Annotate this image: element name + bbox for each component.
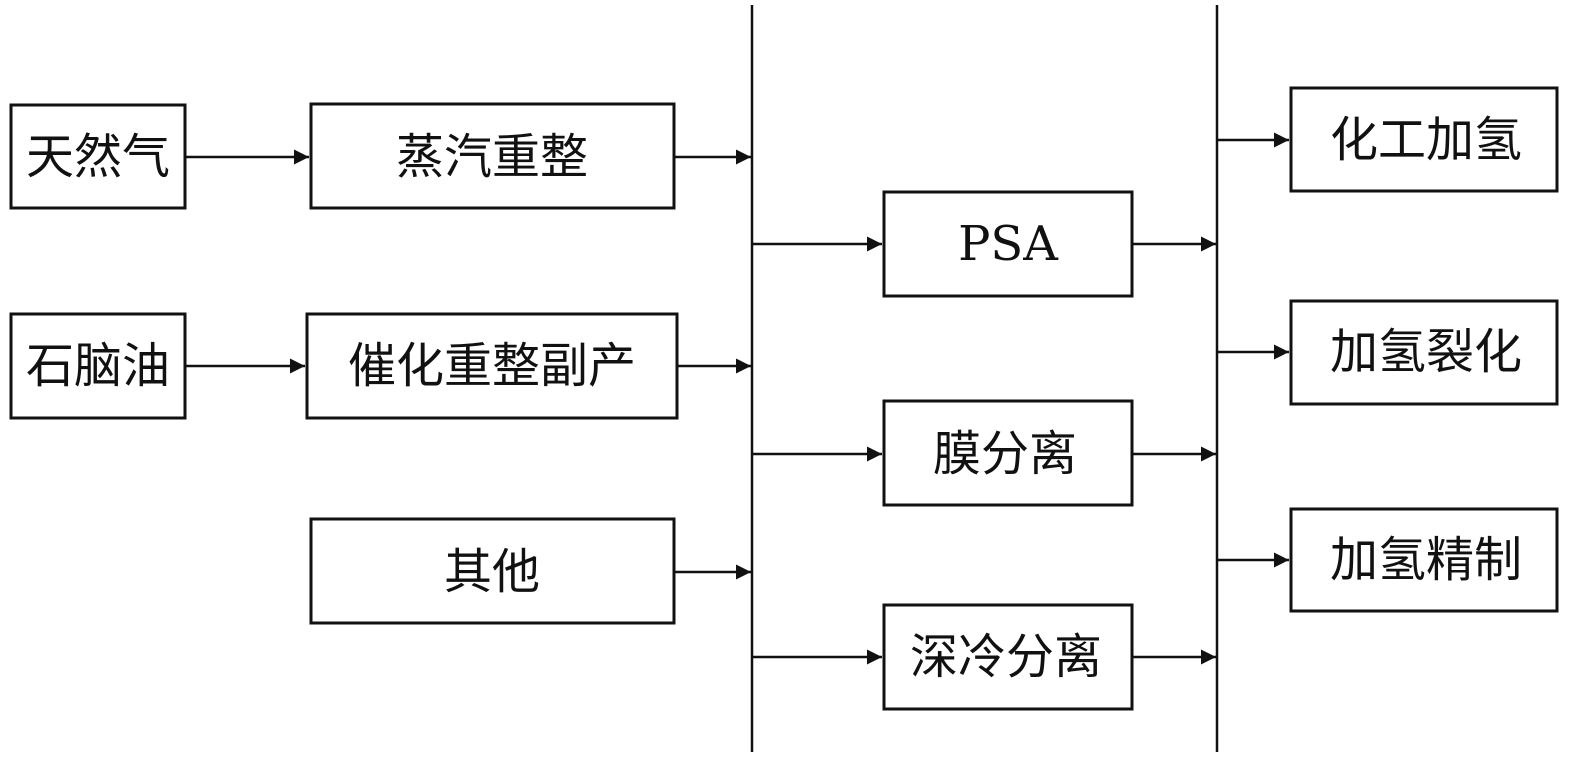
chemical-hydrogenation-label: 化工加氢 [1330,112,1522,168]
membrane-separation-label: 膜分离 [933,426,1077,482]
cryogenic-separation-box: 深冷分离 [882,603,1134,711]
other-process-box: 其他 [309,517,676,625]
chemical-hydrogenation-box: 化工加氢 [1289,86,1559,193]
natural-gas-label: 天然气 [26,129,170,185]
catalytic-reforming-byproduct-label: 催化重整副产 [348,338,636,394]
membrane-separation-box: 膜分离 [882,399,1134,507]
hydrocracking-box: 加氢裂化 [1289,299,1559,406]
hydrofining-box: 加氢精制 [1289,507,1559,613]
hydrocracking-label: 加氢裂化 [1330,324,1522,380]
psa-box: PSA [882,190,1134,298]
naphtha-label: 石脑油 [26,338,170,394]
steam-reforming-label: 蒸汽重整 [396,129,588,185]
other-process-label: 其他 [444,544,540,600]
steam-reforming-box: 蒸汽重整 [309,102,676,210]
hydrofining-label: 加氢精制 [1330,532,1522,588]
cryogenic-separation-label: 深冷分离 [910,629,1102,685]
naphtha-box: 石脑油 [9,312,187,420]
psa-label: PSA [958,216,1059,272]
catalytic-reforming-byproduct-box: 催化重整副产 [305,312,679,420]
natural-gas-box: 天然气 [9,103,187,210]
